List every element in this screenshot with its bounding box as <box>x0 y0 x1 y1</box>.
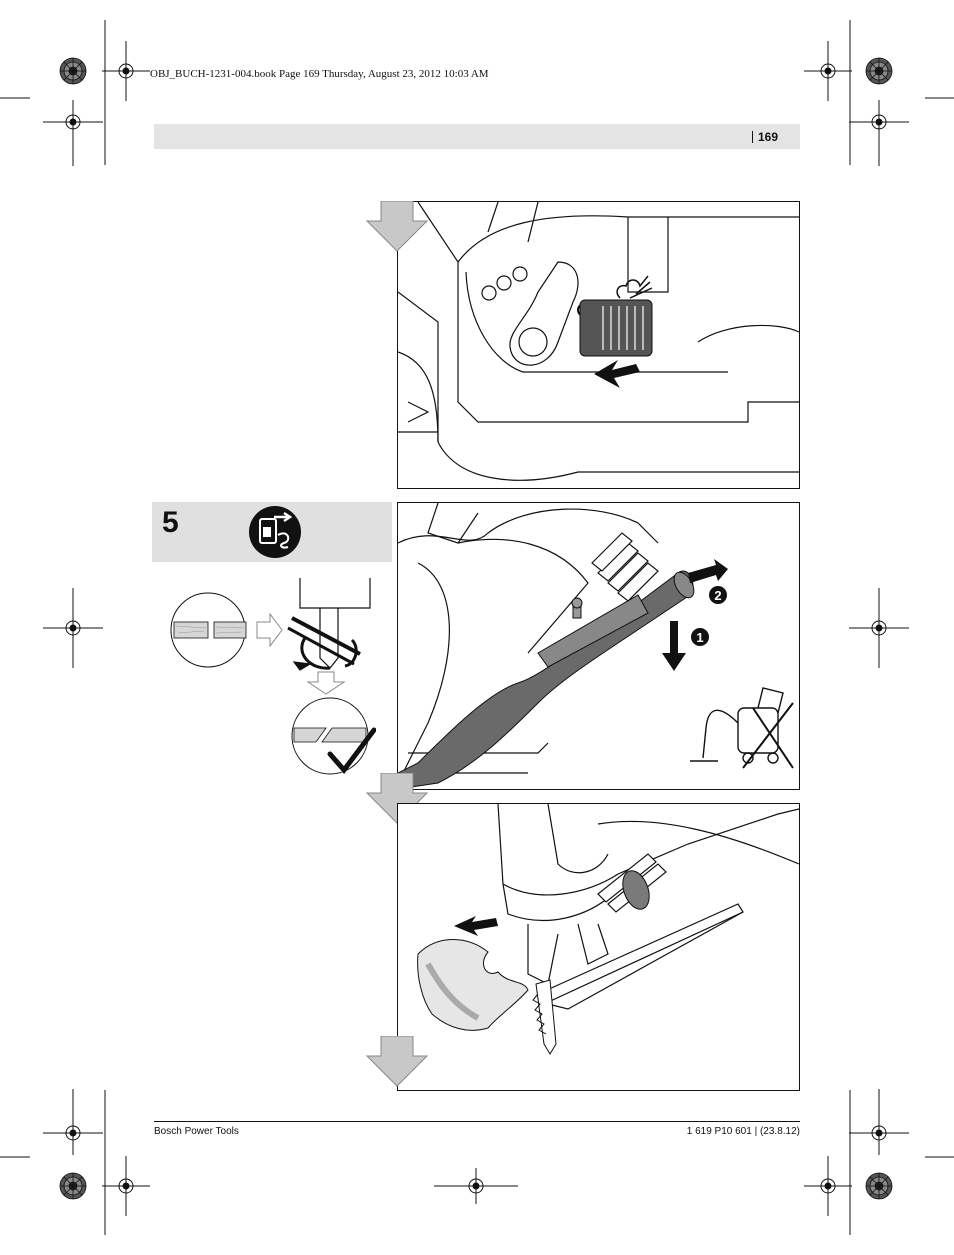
figure-panel-guard-removal <box>397 803 800 1091</box>
clean-cut-circle <box>291 697 376 775</box>
down-arrow-icon <box>662 621 686 671</box>
push-arrow-icon <box>688 559 728 583</box>
callout-1 <box>691 628 709 646</box>
down-arrow-icon <box>306 671 346 695</box>
figure-panel-vacuum-adapter: 2 1 <box>397 502 800 790</box>
dust-blower-switch <box>579 299 653 357</box>
saw-blade-splinter-guard <box>287 578 371 671</box>
right-arrow-icon <box>256 612 283 648</box>
callout-2-label: 2 <box>714 588 721 603</box>
sequence-arrow-icon <box>365 201 429 252</box>
print-slug: OBJ_BUCH-1231-004.book Page 169 Thursday… <box>150 68 489 80</box>
splinter-guard <box>417 939 529 1031</box>
splinter-guard-diagram <box>170 578 376 775</box>
saw-blade <box>535 979 557 1055</box>
unplug-power-icon <box>249 506 301 558</box>
splintered-cut-circle <box>170 592 247 668</box>
page-number: 169 <box>752 130 800 144</box>
sequence-arrow-icon <box>365 1036 429 1087</box>
push-left-arrow-icon <box>594 360 640 388</box>
callout-2 <box>709 586 727 604</box>
vacuum-cleaner-crossed-icon <box>690 687 794 769</box>
figure-panel-switch <box>397 201 800 489</box>
step-header-band: 5 <box>152 502 392 562</box>
mode-dial <box>481 261 579 366</box>
pull-left-arrow-icon <box>454 916 498 936</box>
footer-doc-code: 1 619 P10 601 | (23.8.12) <box>686 1126 800 1137</box>
crosshair-marks <box>43 41 909 1216</box>
grip-ribs <box>591 532 659 602</box>
callout-1-label: 1 <box>696 630 703 645</box>
step-number: 5 <box>162 506 179 539</box>
color-wheel-marks <box>59 57 893 1200</box>
footer-brand: Bosch Power Tools <box>154 1126 239 1137</box>
footer-rule <box>154 1121 800 1122</box>
page-header-bar: 169 <box>154 124 800 149</box>
dust-blower-icon <box>616 275 653 299</box>
